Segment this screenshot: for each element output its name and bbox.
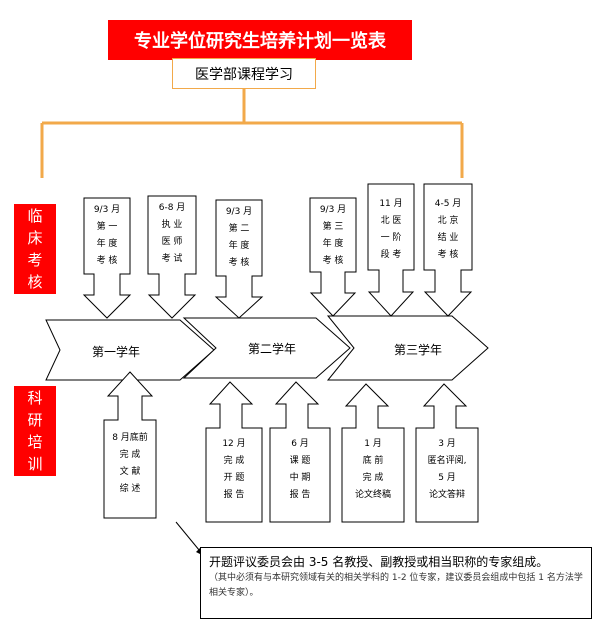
clinical-box-text-5: 11 月 北 医 一 阶 段 考 <box>379 199 403 260</box>
clinical-callout-2 <box>147 195 197 319</box>
committee-note-main: 开题评议委员会由 3-5 名教授、副教授或相当职称的专家组成。 <box>209 555 549 569</box>
research-callout-2 <box>205 381 263 523</box>
clinical-callout-1 <box>82 197 132 319</box>
clinical-box-text-2: 6-8 月 执 业 医 师 考 试 <box>158 203 186 264</box>
research-box-text-5: 3 月 匿名评阅, 5 月 论文答辩 <box>427 439 467 500</box>
year-label-3: 第三学年 <box>394 343 443 357</box>
year-label-2: 第二学年 <box>248 342 297 356</box>
clinical-callout-3 <box>214 199 264 319</box>
year-chevron-1 <box>45 319 215 381</box>
clinical-callout-6 <box>423 183 473 317</box>
clinical-assessment-label: 临 床 考 核 <box>14 204 56 294</box>
subtitle-box: 医学部课程学习 <box>172 58 316 89</box>
clinical-callout-5 <box>367 183 415 317</box>
year-chevron-3 <box>326 315 489 381</box>
research-callout-1 <box>103 371 157 519</box>
clinical-callouts <box>82 183 473 319</box>
research-box-text-3: 6 月 课 题 中 期 报 告 <box>289 439 311 500</box>
committee-note-box: 开题评议委员会由 3-5 名教授、副教授或相当职称的专家组成。 （其中必须有与本… <box>200 547 592 619</box>
clinical-box-text-3: 9/3 月 第 二 年 度 考 核 <box>225 207 253 268</box>
clinical-box-text-4: 9/3 月 第 三 年 度 考 核 <box>319 205 347 266</box>
clinical-box-text-6: 4-5 月 北 京 结 业 考 核 <box>434 199 462 260</box>
research-training-label: 科 研 培 训 <box>14 386 56 476</box>
research-callouts <box>103 371 479 523</box>
research-box-text-4: 1 月 底 前 完 成 论文终稿 <box>354 439 391 500</box>
orange-connector <box>40 89 464 178</box>
committee-note-sub: （其中必须有与本研究领域有关的相关学科的 1-2 位专家，建议委员会组成中包括 … <box>209 573 583 598</box>
clinical-callout-4 <box>309 197 357 317</box>
research-box-text-1: 8 月底前 完 成 文 献 综 述 <box>112 433 148 494</box>
year-label-1: 第一学年 <box>92 345 141 359</box>
page-title: 专业学位研究生培养计划一览表 <box>108 20 412 60</box>
research-callout-4 <box>341 383 405 523</box>
research-callout-3 <box>269 381 331 523</box>
clinical-box-text-1: 9/3 月 第 一 年 度 考 核 <box>93 205 121 266</box>
research-callout-5 <box>415 383 479 523</box>
year-chevron-2 <box>182 317 351 379</box>
research-box-text-2: 12 月 完 成 开 题 报 告 <box>222 439 246 500</box>
